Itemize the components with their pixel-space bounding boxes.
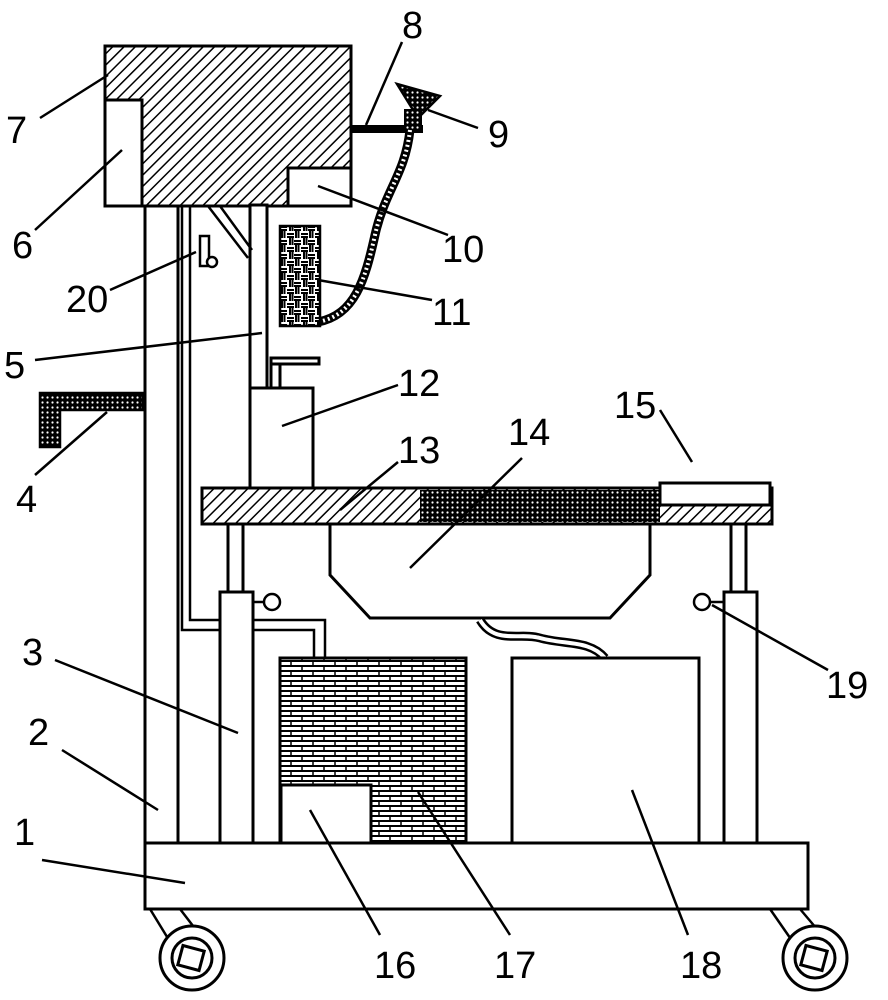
wash-basin xyxy=(328,522,652,620)
drain-hose xyxy=(476,617,609,662)
label-13: 13 xyxy=(398,430,440,472)
label-19: 19 xyxy=(826,665,868,707)
part-labels: 1 2 3 4 5 6 7 8 9 10 11 12 13 14 15 16 1… xyxy=(4,5,868,987)
waste-tank xyxy=(510,656,701,845)
valve xyxy=(198,234,219,269)
label-11: 11 xyxy=(432,292,471,334)
spray-hose xyxy=(316,129,415,327)
label-16: 16 xyxy=(374,945,416,987)
label-7: 7 xyxy=(6,110,27,152)
headrest-pad xyxy=(658,481,772,507)
handle xyxy=(38,391,145,449)
label-15: 15 xyxy=(614,385,656,427)
label-9: 9 xyxy=(488,114,509,156)
label-2: 2 xyxy=(28,712,49,754)
control-module xyxy=(278,224,322,328)
nozzle-bracket xyxy=(351,125,423,133)
label-6: 6 xyxy=(12,225,33,267)
label-18: 18 xyxy=(680,945,722,987)
top-housing xyxy=(103,44,353,208)
base-frame xyxy=(143,841,810,911)
label-4: 4 xyxy=(16,479,37,521)
main-column xyxy=(143,203,180,845)
label-1: 1 xyxy=(14,812,35,854)
right-caster-wheel xyxy=(768,908,849,992)
label-20: 20 xyxy=(66,279,108,321)
left-lift-column xyxy=(218,522,282,845)
spray-nozzle xyxy=(394,81,443,131)
support-rod xyxy=(207,203,269,392)
dispenser-bottle xyxy=(248,356,321,490)
heater-box xyxy=(279,783,373,845)
left-caster-wheel xyxy=(148,908,226,992)
label-5: 5 xyxy=(4,345,25,387)
right-lift-column xyxy=(692,522,759,845)
label-17: 17 xyxy=(494,945,536,987)
label-10: 10 xyxy=(442,229,484,271)
label-14: 14 xyxy=(508,412,550,454)
label-8: 8 xyxy=(402,5,423,47)
label-12: 12 xyxy=(398,363,440,405)
leader-lines xyxy=(34,41,829,936)
label-3: 3 xyxy=(22,632,43,674)
